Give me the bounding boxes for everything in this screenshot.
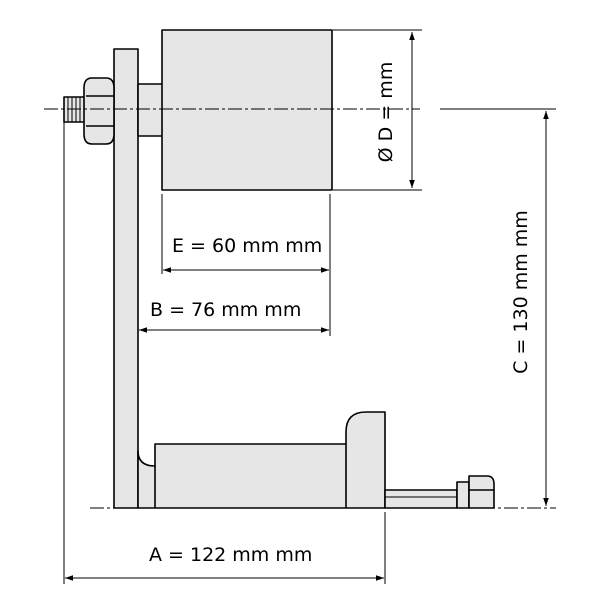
dimension-c-label: C = 130 mm mm <box>510 210 532 374</box>
dimension-c: C = 130 mm mm <box>510 111 549 506</box>
dimension-a-label: A = 122 mm mm <box>149 544 312 566</box>
bottom-threaded-rod <box>384 489 458 509</box>
dimension-e: E = 60 mm mm <box>163 235 329 273</box>
dimension-e-label: E = 60 mm mm <box>172 235 322 257</box>
extension-lines <box>63 29 556 584</box>
clamp-block <box>137 411 386 509</box>
center-lines <box>44 108 556 509</box>
roller-cylinder <box>161 29 333 191</box>
dimension-b-label: B = 76 mm mm <box>150 299 301 321</box>
spacer-shaft <box>137 83 164 137</box>
dimension-b: B = 76 mm mm <box>139 299 329 333</box>
bottom-nut <box>456 475 495 509</box>
hex-nut <box>83 77 115 145</box>
assembly <box>63 29 495 509</box>
vertical-plate <box>113 48 139 509</box>
dimension-d-label: Ø D = mm <box>375 62 397 163</box>
dimension-a: A = 122 mm mm <box>65 544 384 581</box>
dimension-d: Ø D = mm <box>375 32 415 188</box>
